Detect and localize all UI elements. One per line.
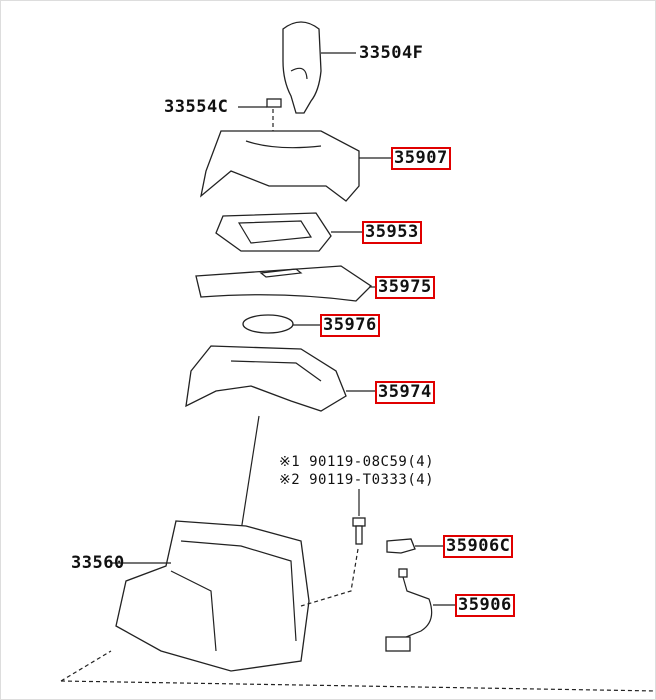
plate-drawing <box>215 212 363 252</box>
clip-drawing <box>238 98 282 133</box>
part-label-housing[interactable]: 35974 <box>375 381 435 404</box>
part-label-cover[interactable]: 35975 <box>375 276 435 299</box>
part-label-clip[interactable]: 33554C <box>164 97 229 117</box>
note-text-1[interactable]: 90119-08C59(4) <box>309 454 435 470</box>
part-label-disc[interactable]: 35976 <box>320 314 380 337</box>
cover-drawing <box>195 265 376 302</box>
housing-drawing <box>185 345 376 412</box>
harness-drawing <box>385 568 456 652</box>
shifter-assembly-drawing <box>111 415 310 672</box>
note-text-2[interactable]: 90119-T0333(4) <box>309 472 435 488</box>
shift-knob-drawing <box>282 21 356 114</box>
part-label-harness[interactable]: 35906 <box>455 594 515 617</box>
fastener-note-1: ※1 90119-08C59(4) <box>279 454 434 470</box>
bezel-drawing <box>200 130 391 202</box>
bracket-drawing <box>386 538 444 554</box>
disc-drawing <box>242 314 320 334</box>
part-label-bracket[interactable]: 35906C <box>443 535 514 558</box>
fastener-note-2: ※2 90119-T0333(4) <box>279 472 434 488</box>
part-label-plate[interactable]: 35953 <box>362 221 422 244</box>
part-label-bezel[interactable]: 35907 <box>391 147 451 170</box>
ground-dashed-line <box>60 650 112 682</box>
note-mark-2: ※2 <box>279 472 301 488</box>
part-label-shifter[interactable]: 33560 <box>71 553 125 573</box>
part-label-knob[interactable]: 33504F <box>359 43 424 63</box>
bolt-drawing <box>300 489 366 607</box>
note-mark-1: ※1 <box>279 454 301 470</box>
